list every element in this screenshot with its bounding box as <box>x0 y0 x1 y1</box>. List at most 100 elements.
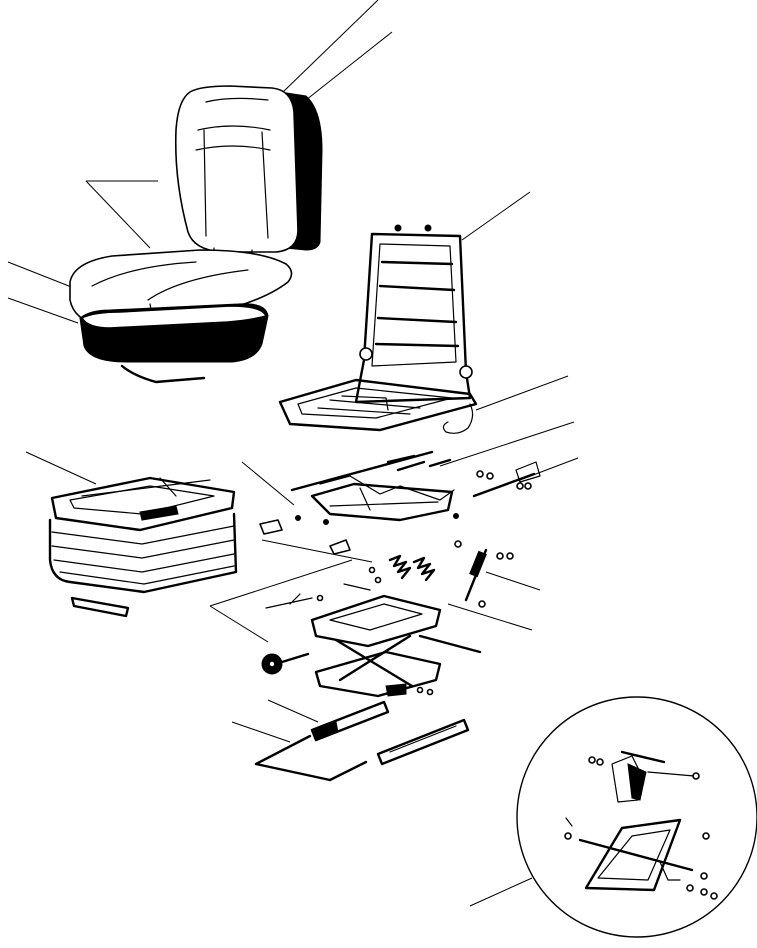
pad <box>259 519 283 535</box>
backrest-seam <box>197 125 271 131</box>
leader-line <box>461 191 531 241</box>
inset-border <box>516 696 757 938</box>
rail-frame <box>310 482 454 522</box>
inset-bar <box>620 750 666 764</box>
backrest-front <box>174 85 299 253</box>
adjust-shaft <box>280 652 310 664</box>
leader-line <box>25 451 97 485</box>
base-plate <box>254 734 368 782</box>
scissor-bar <box>418 634 482 654</box>
leader-line <box>7 297 79 324</box>
bolt <box>453 513 459 519</box>
bolt <box>295 515 301 521</box>
seat-cushion <box>69 249 293 384</box>
frame-seat-inner <box>297 387 453 419</box>
frame-slat <box>376 316 458 324</box>
scissor-mechanism <box>261 594 482 698</box>
frame-pivot <box>359 347 373 361</box>
washer <box>426 688 434 696</box>
frame-stud <box>394 224 402 232</box>
washer <box>476 470 484 478</box>
seat-pan-cable <box>120 364 206 384</box>
scissor-top-inner <box>329 603 423 631</box>
backrest-cushion <box>174 85 323 263</box>
suspension-unit <box>48 476 238 618</box>
leader-line <box>241 461 295 506</box>
leader-line <box>469 877 533 907</box>
washer <box>368 566 376 574</box>
suspension-handle <box>139 505 179 521</box>
leader-lines <box>7 0 579 907</box>
frame-slat <box>374 342 460 348</box>
suspension-top-frame <box>50 476 236 532</box>
rail-crossbar <box>329 487 439 511</box>
inset-crossbar <box>578 838 694 872</box>
suspension-top-inner <box>69 485 215 515</box>
inset-washer <box>692 772 700 780</box>
leader-line <box>439 421 575 467</box>
base-rail-block <box>313 721 339 741</box>
frame-seat-outer <box>278 378 478 432</box>
inset-washer <box>686 884 694 892</box>
frame-back-inner <box>371 243 457 367</box>
inset-washer <box>596 758 604 766</box>
pin <box>265 593 313 609</box>
washer <box>506 552 514 560</box>
leader-line <box>231 721 291 743</box>
leader-line <box>475 375 569 411</box>
leader-line <box>447 603 533 631</box>
frame-pivot <box>459 365 473 379</box>
washer <box>486 472 494 480</box>
frame-seat-bars <box>317 395 421 415</box>
rail-rod <box>386 454 452 472</box>
inset-washer <box>702 832 710 840</box>
rail-lever <box>472 472 536 498</box>
pad <box>329 539 351 555</box>
inset-lever <box>627 763 647 801</box>
washer <box>516 482 524 490</box>
leader-line <box>267 699 319 723</box>
scissor-arms <box>334 634 414 688</box>
inset-rod <box>647 771 695 777</box>
inset-washer <box>710 892 718 900</box>
base-rail <box>310 700 390 742</box>
bolt <box>323 519 329 525</box>
base-rail-slot <box>389 725 457 753</box>
inset-plate-inner <box>597 829 671 881</box>
pin <box>343 583 371 591</box>
leader-line <box>209 605 269 643</box>
spring <box>388 554 412 580</box>
backrest-seam <box>195 145 271 151</box>
leader-line <box>305 31 393 101</box>
backrest-seam <box>203 129 207 237</box>
inset-washer <box>588 756 596 764</box>
leader-line <box>485 571 541 591</box>
seat-cushion-seam <box>147 269 249 301</box>
detail-inset <box>516 696 757 938</box>
washer <box>524 482 532 490</box>
inset-plate <box>584 818 682 892</box>
base-rail <box>376 718 470 766</box>
leader-line <box>261 539 373 563</box>
frame-stud <box>424 224 432 232</box>
inset-washer <box>700 888 708 896</box>
frame-slat <box>378 284 456 292</box>
backrest-seam <box>261 131 269 239</box>
seat-pan-rim <box>81 305 267 329</box>
shock-absorber-body <box>469 550 487 578</box>
adjust-knob-center <box>268 660 276 668</box>
leader-line <box>282 0 379 93</box>
washer <box>316 594 324 602</box>
backrest-seam <box>205 97 269 103</box>
washer <box>478 600 486 608</box>
frame-lever <box>442 403 474 434</box>
rail-bracket <box>319 475 455 501</box>
suspension-top-bar <box>81 477 211 497</box>
frame-back-outer <box>354 232 472 404</box>
washer <box>454 540 462 548</box>
suspension-fold <box>51 539 235 559</box>
seat-frame <box>278 224 478 434</box>
washer <box>416 686 424 694</box>
